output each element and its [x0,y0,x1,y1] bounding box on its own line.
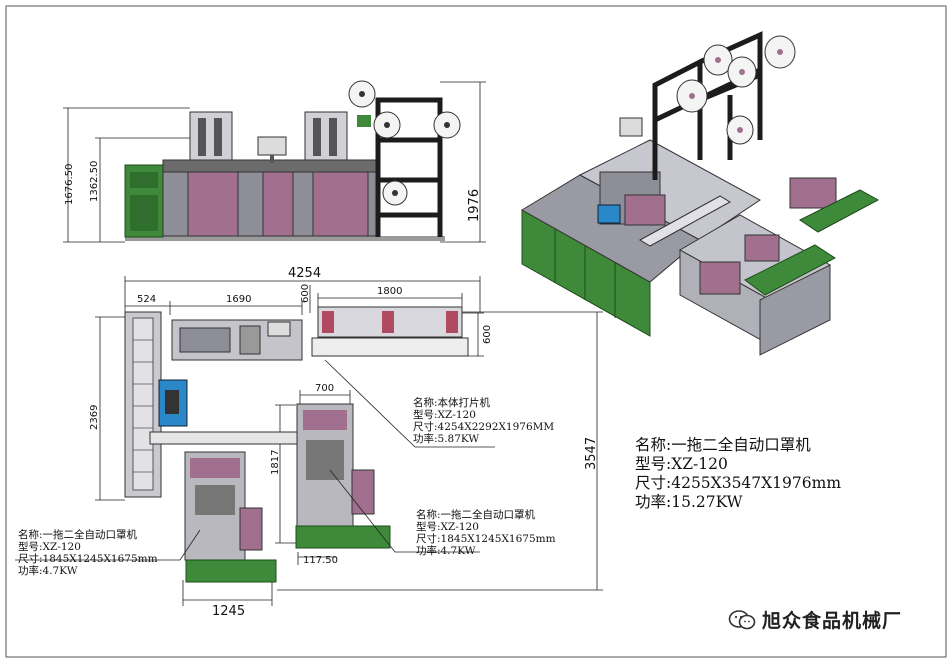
dim-117: 117.50 [303,555,338,566]
wechat-icon [728,609,756,629]
spec-right-size: 尺寸:1845X1245X1675mm [416,533,556,545]
spec-left-size: 尺寸:1845X1245X1675mm [18,553,158,565]
dim-1976: 1976 [467,189,482,222]
dim-1676: 1676.50 [64,164,75,205]
leader-lines [15,359,495,561]
spec-left-name: 名称:一拖二全自动口罩机 [18,529,138,541]
dim-1362: 1362.50 [89,161,100,202]
dim-700: 700 [315,383,334,394]
dim-1690: 1690 [226,294,251,305]
spec-main-size: 尺寸:4254X2292X1976MM [413,421,555,433]
spec-main-name: 名称:本体打片机 [413,397,491,409]
spec-overall-size: 尺寸:4255X3547X1976mm [635,474,842,492]
plan-view [124,306,469,583]
spec-right-name: 名称:一拖二全自动口罩机 [416,509,536,521]
spec-left-model: 型号:XZ-120 [18,541,81,553]
dim-1800: 1800 [377,286,402,297]
dim-1817: 1817 [270,450,281,475]
spec-overall-model: 型号:XZ-120 [635,455,728,473]
spec-right-power: 功率:4.7KW [416,545,476,557]
spec-left-power: 功率:4.7KW [18,565,78,577]
dim-600-top: 600 [300,284,311,303]
dim-2369: 2369 [89,405,100,430]
spec-right-model: 型号:XZ-120 [416,521,479,533]
spec-overall-power: 功率:15.27KW [635,493,743,511]
sheet-border [5,5,947,658]
dim-1245: 1245 [212,604,245,619]
dim-4254: 4254 [288,266,321,281]
front-elevation-view [124,80,461,241]
watermark-text: 旭众食品机械厂 [762,610,903,632]
watermark: 旭众食品机械厂 [728,606,902,633]
dim-3547: 3547 [584,437,599,470]
dim-524: 524 [137,294,156,305]
spec-main-power: 功率:5.87KW [413,433,480,445]
plan-view-dims [95,276,603,606]
spec-main-model: 型号:XZ-120 [413,409,476,421]
isometric-view [521,31,880,356]
spec-overall-name: 名称:一拖二全自动口罩机 [635,436,811,454]
dim-600-right: 600 [482,325,493,344]
